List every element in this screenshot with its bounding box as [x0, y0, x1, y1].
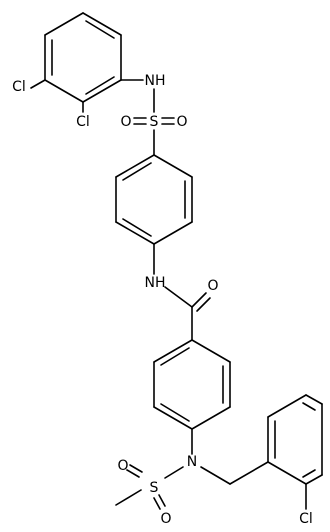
chlorophenyl-ring	[267, 394, 323, 485]
chlorine-label-bottom: Cl	[299, 511, 313, 527]
amide-nh-label: NH	[145, 275, 166, 291]
sulfonyl-oxygen-left-label: O	[120, 114, 131, 130]
mesyl-sulfur-label: S	[150, 480, 159, 496]
chlorine-label-top-ortho: Cl	[76, 114, 90, 130]
chlorine-label-top-left: Cl	[12, 79, 26, 95]
mesyl-oxygen-bottom-label: O	[160, 511, 171, 527]
phenylene-ring-benzamide	[153, 339, 231, 430]
sulfonyl-oxygen-right-label: O	[176, 114, 187, 130]
sulfonamide-nh-label: NH	[145, 73, 166, 89]
amine-nitrogen-label: N	[187, 454, 197, 470]
mesyl-oxygen-top-label: O	[117, 458, 128, 474]
phenylene-ring-sulfonyl	[115, 154, 193, 245]
carbonyl-oxygen-label: O	[207, 278, 218, 294]
dichlorophenyl-ring	[44, 12, 122, 103]
sulfonyl-sulfur-label: S	[150, 114, 159, 130]
